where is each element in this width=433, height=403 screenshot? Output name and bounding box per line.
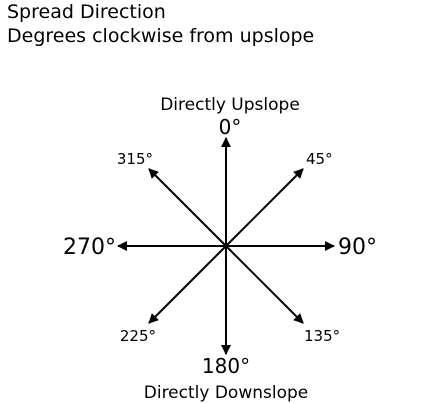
label-225-degrees: 225°	[120, 327, 156, 345]
bottom-caption: Directly Downslope	[144, 383, 309, 403]
arrow-45-degrees	[225, 168, 304, 247]
arrow-135-degrees	[225, 245, 304, 324]
label-180-degrees: 180°	[202, 354, 250, 378]
diagram-subtitle: Degrees clockwise from upslope	[7, 25, 315, 47]
label-45-degrees: 45°	[306, 150, 333, 168]
label-90-degrees: 90°	[338, 235, 377, 260]
label-0-degrees: 0°	[219, 115, 242, 139]
label-270-degrees: 270°	[63, 235, 116, 260]
label-315-degrees: 315°	[117, 150, 153, 168]
arrow-225-degrees	[148, 245, 227, 324]
arrow-315-degrees	[148, 168, 227, 247]
label-135-degrees: 135°	[304, 327, 340, 345]
diagram-title: Spread Direction	[7, 1, 166, 23]
top-caption: Directly Upslope	[160, 95, 300, 115]
